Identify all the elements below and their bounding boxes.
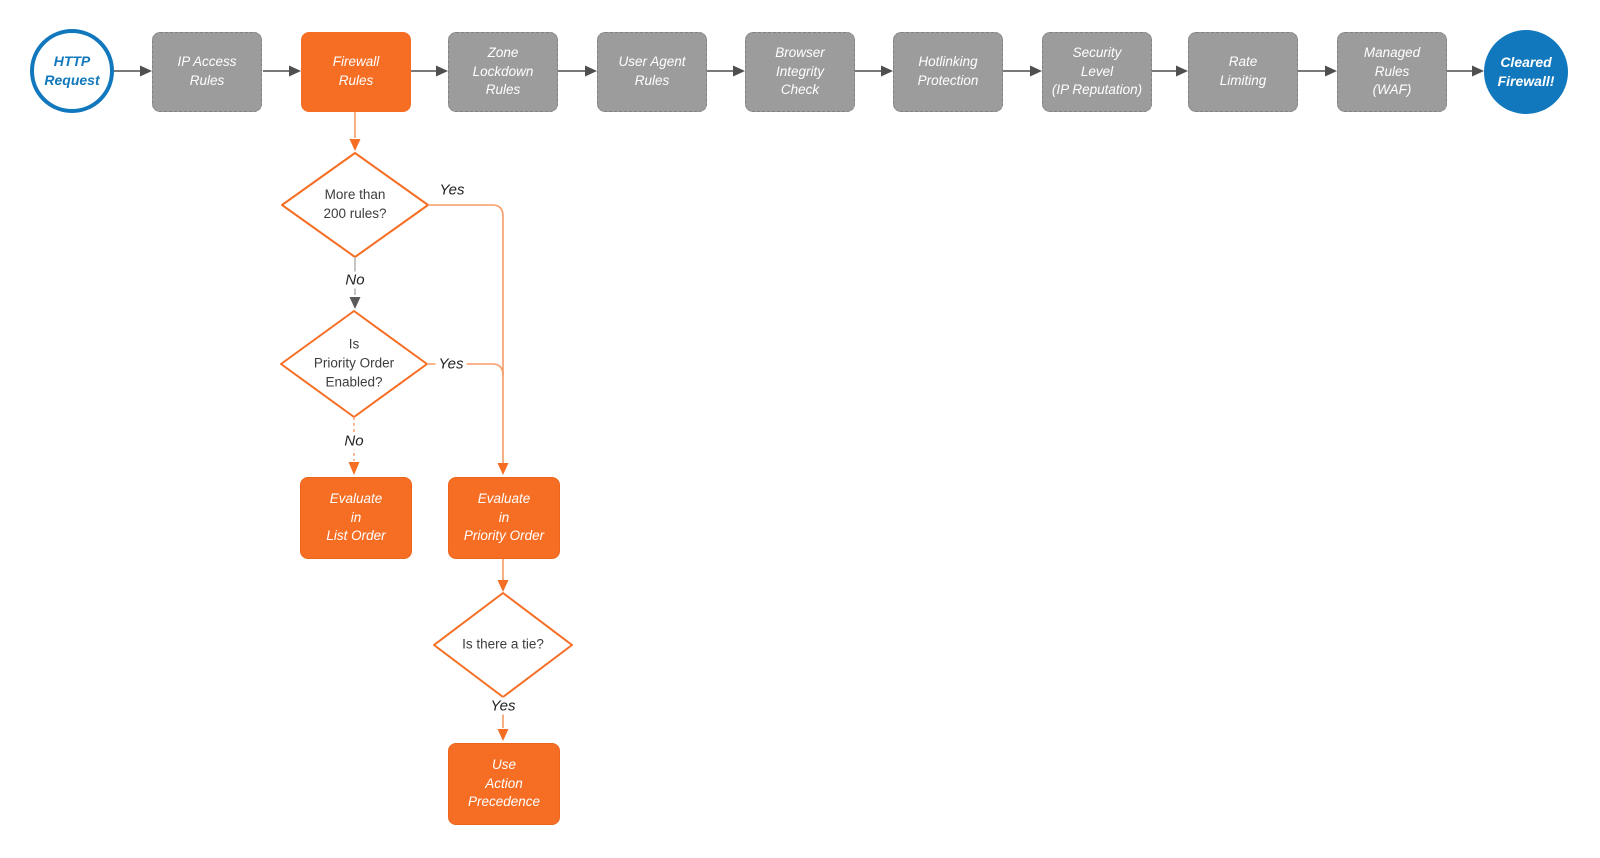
edge-label-decision3-yes: Yes [487, 697, 519, 715]
node-use-action-precedence: Use Action Precedence [448, 743, 560, 825]
node-label: Evaluate in Priority Order [463, 490, 545, 544]
node-evaluate-priority-order: Evaluate in Priority Order [448, 477, 560, 559]
node-label: IP Access Rules [177, 54, 237, 88]
node-cleared-firewall: Cleared Firewall! [1484, 30, 1568, 114]
edge-zone-lockdown-to-user-agent [558, 65, 597, 77]
edge-label-decision2-no: No [341, 432, 367, 450]
edge-label-decision1-yes: Yes [436, 181, 468, 199]
node-label: Hotlinking Protection [917, 54, 979, 88]
node-ip-access-rules: IP Access Rules [152, 32, 262, 112]
decision-priority-enabled-label: Is Priority Order Enabled? [313, 336, 395, 390]
node-rate-limiting: Rate Limiting [1188, 32, 1298, 112]
edge-priority-order-to-decision3 [497, 559, 509, 592]
node-label: Security Level (IP Reputation) [1051, 44, 1143, 98]
node-label: Evaluate in List Order [326, 490, 386, 544]
edge-hotlinking-to-security-level [1003, 65, 1042, 77]
node-user-agent-rules: User Agent Rules [597, 32, 707, 112]
edge-managed-rules-to-end [1447, 65, 1484, 77]
decision-more-than-200-label: More than 200 rules? [323, 187, 387, 221]
edge-firewall-to-decision1 [349, 112, 361, 151]
edge-decision2-yes-join [427, 363, 504, 376]
edge-firewall-to-zone-lockdown [411, 65, 448, 77]
node-managed-rules-waf: Managed Rules (WAF) [1337, 32, 1447, 112]
edge-ip-access-to-firewall [263, 65, 301, 77]
edge-browser-integrity-to-hotlinking [855, 65, 893, 77]
node-label: Cleared Firewall! [1497, 54, 1555, 89]
edge-decision1-yes-to-priority-order [428, 204, 509, 475]
edge-user-agent-to-browser-integrity [707, 65, 745, 77]
node-http-request: HTTP Request [30, 29, 114, 113]
edge-label-decision2-yes: Yes [435, 355, 467, 373]
node-evaluate-list-order: Evaluate in List Order [300, 477, 412, 559]
edge-decision2-no-to-list-order [348, 417, 360, 475]
node-label: Browser Integrity Check [775, 44, 825, 98]
node-label: User Agent Rules [618, 54, 686, 88]
edge-rate-limiting-to-managed-rules [1298, 65, 1337, 77]
node-label: Firewall Rules [332, 54, 380, 88]
edge-security-level-to-rate-limiting [1152, 65, 1188, 77]
node-browser-integrity-check: Browser Integrity Check [745, 32, 855, 112]
node-label: Managed Rules (WAF) [1363, 44, 1421, 98]
node-firewall-rules: Firewall Rules [301, 32, 411, 112]
node-label: Use Action Precedence [467, 756, 541, 810]
edge-start-to-ip-access [114, 65, 152, 77]
decision-tie-label: Is there a tie? [462, 636, 544, 652]
node-hotlinking-protection: Hotlinking Protection [893, 32, 1003, 112]
node-label: Zone Lockdown Rules [472, 44, 534, 98]
node-security-level: Security Level (IP Reputation) [1042, 32, 1152, 112]
node-label: HTTP Request [44, 53, 100, 88]
node-zone-lockdown-rules: Zone Lockdown Rules [448, 32, 558, 112]
node-label: Rate Limiting [1219, 54, 1267, 88]
edge-label-decision1-no: No [342, 271, 368, 289]
